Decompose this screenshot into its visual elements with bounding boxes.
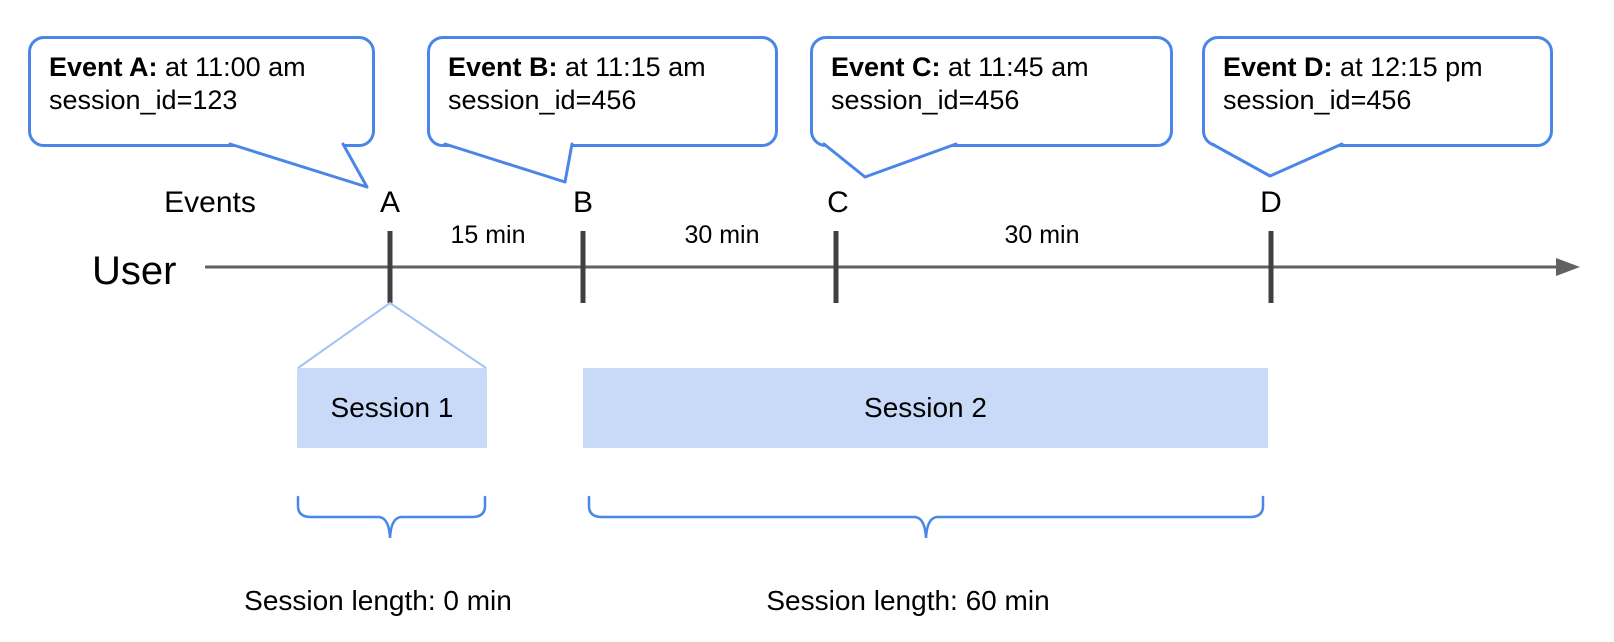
interval-a-b-label: 15 min: [450, 221, 526, 249]
callout-event-d: Event D: at 12:15 pm session_id=456: [1202, 36, 1553, 147]
callout-d-tail-icon: [1210, 142, 1344, 178]
callout-event-d-title: Event D:: [1223, 52, 1333, 82]
callout-c-tail-icon: [822, 142, 958, 179]
user-axis-label: User: [92, 249, 177, 293]
callout-event-c-title: Event C:: [831, 52, 941, 82]
callout-event-c-session: session_id=456: [831, 85, 1020, 115]
event-b-label: B: [572, 186, 594, 219]
timeline-arrowhead-icon: [1556, 258, 1580, 276]
event-d-label: D: [1260, 186, 1282, 219]
session-2-length-label: Session length: 60 min: [766, 585, 1050, 616]
callout-event-c-line1: Event C: at 11:45 am: [831, 51, 1152, 84]
callout-event-b-title: Event B:: [448, 52, 558, 82]
callout-event-d-line1: Event D: at 12:15 pm: [1223, 51, 1532, 84]
event-a-label: A: [379, 186, 401, 219]
callout-event-a: Event A: at 11:00 am session_id=123: [28, 36, 375, 147]
session-2-box: Session 2: [583, 368, 1268, 448]
interval-b-c-label: 30 min: [684, 221, 760, 249]
callout-event-a-session: session_id=123: [49, 85, 238, 115]
callout-event-b-line1: Event B: at 11:15 am: [448, 51, 757, 84]
events-row-label: Events: [164, 186, 256, 219]
session-1-funnel-icon: [297, 301, 487, 369]
session-2-label: Session 2: [864, 392, 987, 423]
session-1-brace-icon: [296, 495, 487, 539]
callout-event-b: Event B: at 11:15 am session_id=456: [427, 36, 778, 147]
callout-a-tail-icon: [228, 142, 369, 189]
callout-event-d-time: at 12:15 pm: [1340, 52, 1483, 82]
session-1-label: Session 1: [330, 392, 454, 423]
interval-c-d-label: 30 min: [1004, 221, 1080, 249]
callout-event-b-session: session_id=456: [448, 85, 637, 115]
session-1-box: Session 1: [297, 368, 487, 448]
callout-event-d-session: session_id=456: [1223, 85, 1412, 115]
session-2-brace-icon: [587, 495, 1265, 539]
callout-event-a-line1: Event A: at 11:00 am: [49, 51, 354, 84]
session-1-length-label: Session length: 0 min: [244, 585, 512, 616]
callout-b-tail-icon: [443, 142, 574, 184]
callout-event-a-title: Event A:: [49, 52, 158, 82]
callout-event-b-time: at 11:15 am: [565, 52, 706, 82]
callout-event-a-time: at 11:00 am: [165, 52, 306, 82]
event-c-label: C: [827, 186, 849, 219]
callout-event-c: Event C: at 11:45 am session_id=456: [810, 36, 1173, 147]
callout-event-c-time: at 11:45 am: [948, 52, 1089, 82]
